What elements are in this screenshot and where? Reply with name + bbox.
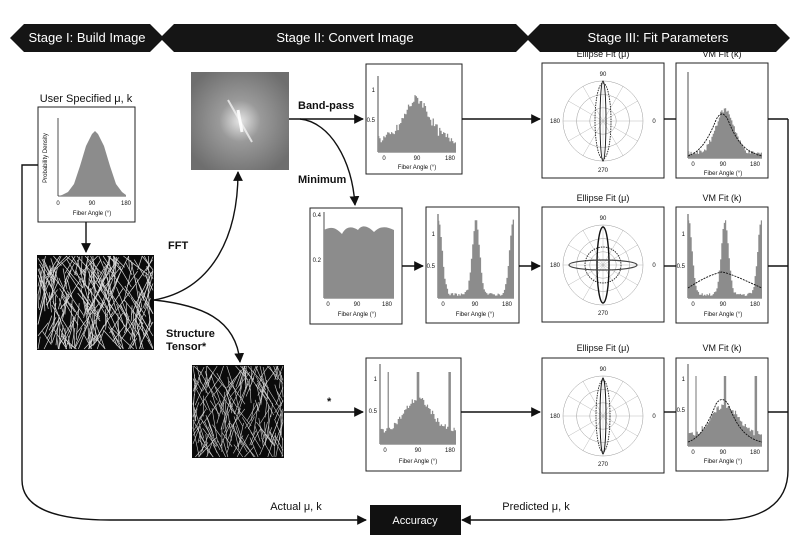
polar3-top: 90	[600, 367, 607, 373]
minimum-ytick-02: 0.2	[313, 258, 322, 264]
vm-fit-row1: 0 90 180 Fiber Angle (°)	[675, 62, 769, 179]
minimum-ytick-04: 0.4	[313, 213, 322, 219]
minimum-xtick-180: 180	[382, 302, 393, 308]
polar3-bottom: 270	[598, 462, 609, 468]
minimum-post-ytick-05: 0.5	[427, 264, 436, 270]
predicted-label: Predicted μ, k	[502, 501, 570, 513]
distribution-curve	[58, 131, 126, 196]
vm1-xtick-180: 180	[750, 162, 761, 168]
vm3-xtick-0: 0	[691, 450, 695, 456]
minimum-post-xlabel: Fiber Angle (°)	[456, 312, 494, 318]
ellipse-fit-row2: 90 180 0 270	[541, 206, 665, 323]
vm3-ytick-1: 1	[682, 377, 686, 383]
vm-title-row2: VM Fit (k)	[703, 193, 742, 203]
vm2-ytick-05: 0.5	[677, 264, 686, 270]
vm3-ytick-05: 0.5	[677, 408, 686, 414]
ellipse-title-row2: Ellipse Fit (μ)	[577, 193, 630, 203]
user-specified-title: User Specified μ, k	[40, 93, 133, 105]
minimum-post-xtick-180: 180	[502, 302, 513, 308]
polar2-left: 180	[550, 263, 561, 269]
ellipse-fit-row3: 90 180 0 270	[541, 357, 665, 474]
structure-tensor-label-line2: Tensor*	[166, 341, 207, 353]
minimum-histogram: 0.4 0.2 0 90 180 Fiber Angle (°)	[309, 207, 403, 325]
minimum-post-xtick-0: 0	[441, 302, 445, 308]
stage-3-label: Stage III: Fit Parameters	[588, 30, 729, 45]
stage-3-banner: Stage III: Fit Parameters	[526, 24, 790, 52]
bandpass-xlabel: Fiber Angle (°)	[398, 165, 436, 171]
vm-fit-row2: 1 0.5 0 90 180 Fiber Angle (°)	[675, 206, 769, 324]
polar3-right: 0	[652, 414, 656, 420]
polar1-bottom: 270	[598, 168, 609, 174]
structure-xlabel: Fiber Angle (°)	[399, 459, 437, 465]
polar3-left: 180	[550, 414, 561, 420]
distribution-xtick-0: 0	[56, 201, 60, 207]
vm2-xtick-0: 0	[691, 302, 695, 308]
stage-1-banner: Stage I: Build Image	[10, 24, 164, 52]
ellipse-title-row1: Ellipse Fit (μ)	[577, 49, 630, 59]
minimum-post-ytick-1: 1	[432, 232, 436, 238]
bandpass-ytick-05: 0.5	[367, 118, 376, 124]
bandpass-ytick-1: 1	[372, 88, 376, 94]
structure-xtick-180: 180	[445, 448, 456, 454]
bandpass-xtick-180: 180	[445, 156, 456, 162]
vm1-xlabel: Fiber Angle (°)	[704, 171, 742, 177]
vm-title-row3: VM Fit (k)	[703, 343, 742, 353]
vm-fit-row3: 1 0.5 0 90 180 Fiber Angle (°)	[675, 357, 769, 472]
polar1-top: 90	[600, 72, 607, 78]
structure-tensor-label-line1: Structure	[166, 328, 215, 340]
structure-tensor-image	[192, 365, 284, 458]
fft-image	[191, 72, 289, 170]
polar2-right: 0	[652, 263, 656, 269]
distribution-plot: 0 90 180 Fiber Angle (°) Probability Den…	[37, 106, 136, 223]
fft-label: FFT	[168, 240, 188, 252]
minimum-xtick-0: 0	[326, 302, 330, 308]
polar1-left: 180	[550, 119, 561, 125]
minimum-xtick-90: 90	[354, 302, 361, 308]
vm1-xtick-0: 0	[691, 162, 695, 168]
connector-arrows	[21, 114, 789, 525]
structure-xtick-90: 90	[415, 448, 422, 454]
structure-ytick-05: 0.5	[369, 409, 378, 415]
structure-ytick-1: 1	[374, 377, 378, 383]
distribution-xtick-1: 90	[89, 201, 96, 207]
accuracy-label: Accuracy	[392, 515, 438, 527]
vm-title-row1: VM Fit (k)	[703, 49, 742, 59]
stage-1-label: Stage I: Build Image	[28, 30, 145, 45]
vm2-ytick-1: 1	[682, 232, 686, 238]
distribution-ylabel: Probability Density	[43, 133, 49, 183]
polar2-top: 90	[600, 216, 607, 222]
actual-label: Actual μ, k	[270, 501, 322, 513]
stage-2-banner: Stage II: Convert Image	[160, 24, 530, 52]
bandpass-histogram: 1 0.5 0 90 180 Fiber Angle (°)	[365, 63, 463, 175]
bandpass-xtick-0: 0	[382, 156, 386, 162]
minimum-label: Minimum	[298, 174, 346, 186]
polar2-bottom: 270	[598, 311, 609, 317]
distribution-xtick-2: 180	[121, 201, 132, 207]
structure-histogram: 1 0.5 0 90 180 Fiber Angle (°)	[365, 357, 462, 472]
structure-xtick-0: 0	[383, 448, 387, 454]
vm2-xtick-90: 90	[720, 302, 727, 308]
ellipse-title-row3: Ellipse Fit (μ)	[577, 343, 630, 353]
ellipse-fit-row1: 90 180 0 270	[541, 62, 665, 179]
vm3-xlabel: Fiber Angle (°)	[704, 459, 742, 465]
stage-2-label: Stage II: Convert Image	[276, 30, 413, 45]
bandpass-label: Band-pass	[298, 100, 354, 112]
vm1-xtick-90: 90	[720, 162, 727, 168]
vm3-xtick-90: 90	[720, 450, 727, 456]
accuracy-box: Accuracy	[370, 505, 461, 535]
polar1-right: 0	[652, 119, 656, 125]
vm2-xlabel: Fiber Angle (°)	[704, 312, 742, 318]
minimum-post-xtick-90: 90	[472, 302, 479, 308]
asterisk-label: *	[327, 396, 332, 408]
distribution-xlabel: Fiber Angle (°)	[73, 211, 111, 217]
bandpass-xtick-90: 90	[414, 156, 421, 162]
generated-fiber-image	[37, 255, 154, 350]
minimum-xlabel: Fiber Angle (°)	[338, 312, 376, 318]
vm3-xtick-180: 180	[750, 450, 761, 456]
vm2-xtick-180: 180	[750, 302, 761, 308]
minimum-post-histogram: 1 0.5 0 90 180 Fiber Angle (°)	[425, 206, 520, 324]
